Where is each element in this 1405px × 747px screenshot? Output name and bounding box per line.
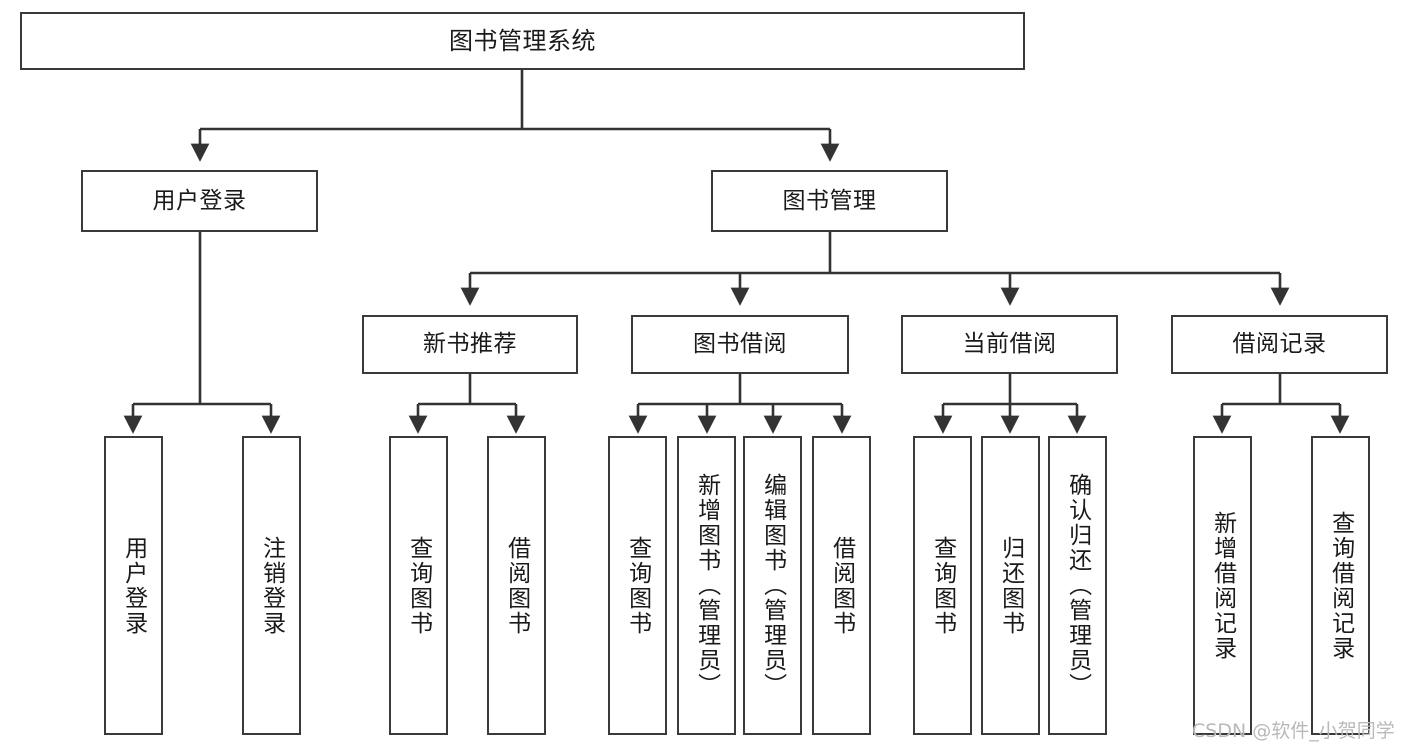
- node-label: 编辑图书（管理员）: [759, 473, 786, 698]
- node-label: 当前借阅: [962, 331, 1057, 357]
- leaf-borrow-record-query[interactable]: 查询借阅记录: [1311, 436, 1370, 735]
- node-label: 图书管理: [782, 187, 877, 214]
- leaf-borrow-record-add[interactable]: 新增借阅记录: [1193, 436, 1252, 735]
- csdn-watermark: CSDN @软件_小贺同学: [1192, 720, 1395, 742]
- node-label: 确认归还（管理员）: [1064, 473, 1091, 698]
- node-label: 查询借阅记录: [1327, 510, 1354, 661]
- leaf-user-login-signout[interactable]: 注销登录: [242, 436, 301, 735]
- node-current-borrow[interactable]: 当前借阅: [901, 315, 1118, 374]
- leaf-book-borrow-query[interactable]: 查询图书: [608, 436, 667, 735]
- node-book-borrow[interactable]: 图书借阅: [631, 315, 849, 374]
- leaf-user-login-signin[interactable]: 用户登录: [104, 436, 163, 735]
- node-label: 注销登录: [258, 535, 285, 636]
- node-label: 借阅记录: [1232, 331, 1327, 357]
- node-user-login[interactable]: 用户登录: [81, 170, 318, 232]
- leaf-book-borrow-borrow[interactable]: 借阅图书: [812, 436, 871, 735]
- leaf-current-borrow-return[interactable]: 归还图书: [981, 436, 1040, 735]
- node-root-system[interactable]: 图书管理系统: [20, 12, 1025, 70]
- node-label: 用户登录: [152, 187, 247, 214]
- node-label: 用户登录: [120, 535, 147, 636]
- node-new-book-recommend[interactable]: 新书推荐: [362, 315, 578, 374]
- leaf-book-borrow-add[interactable]: 新增图书（管理员）: [677, 436, 736, 735]
- node-book-management[interactable]: 图书管理: [711, 170, 948, 232]
- node-label: 新增借阅记录: [1209, 510, 1236, 661]
- node-label: 借阅图书: [503, 535, 530, 636]
- node-label: 查询图书: [929, 535, 956, 636]
- node-label: 新增图书（管理员）: [693, 473, 720, 698]
- node-label: 归还图书: [997, 535, 1024, 636]
- leaf-current-borrow-query[interactable]: 查询图书: [913, 436, 972, 735]
- leaf-current-borrow-confirm-return[interactable]: 确认归还（管理员）: [1048, 436, 1107, 735]
- leaf-book-borrow-edit[interactable]: 编辑图书（管理员）: [743, 436, 802, 735]
- node-label: 查询图书: [405, 535, 432, 636]
- node-label: 查询图书: [624, 535, 651, 636]
- node-borrow-record[interactable]: 借阅记录: [1171, 315, 1388, 374]
- node-label: 图书管理系统: [449, 27, 596, 55]
- node-label: 图书借阅: [693, 331, 787, 357]
- leaf-new-book-borrow[interactable]: 借阅图书: [487, 436, 546, 735]
- leaf-new-book-query[interactable]: 查询图书: [389, 436, 448, 735]
- node-label: 借阅图书: [828, 535, 855, 636]
- node-label: 新书推荐: [423, 331, 517, 357]
